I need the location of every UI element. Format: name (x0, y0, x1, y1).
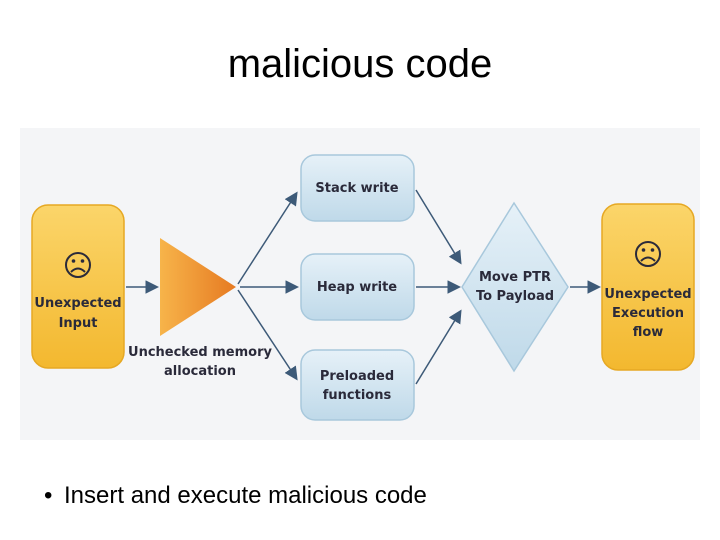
flow-arrow (237, 289, 298, 381)
memory-allocation-triangle (160, 238, 236, 336)
preloaded-label-line1: Preloaded (320, 369, 394, 384)
slide-title: malicious code (227, 42, 493, 86)
sad-face-icon (65, 252, 91, 278)
move-ptr-label-line1: Move PTR (479, 270, 551, 285)
sad-face-icon (635, 241, 661, 267)
input-label-line2: Input (59, 316, 98, 331)
bullet-text: Insert and execute malicious code (64, 482, 427, 509)
heap-write-box: Heap write (300, 253, 415, 321)
output-label-line3: flow (633, 325, 664, 340)
preloaded-functions-box: Preloaded functions (300, 349, 415, 421)
bullet-item: • Insert and execute malicious code (44, 482, 427, 510)
heap-write-label: Heap write (317, 280, 397, 295)
unexpected-execution-flow-box: Unexpected Execution flow (601, 203, 695, 371)
allocation-label-line2: allocation (164, 364, 236, 379)
allocation-label-line1: Unchecked memory (128, 345, 272, 360)
stack-write-box: Stack write (300, 154, 415, 222)
unexpected-input-box: Unexpected Input (31, 204, 125, 369)
flow-arrow (237, 191, 298, 285)
move-ptr-label-line2: To Payload (476, 289, 554, 304)
move-ptr-diamond: Move PTR To Payload (461, 201, 569, 373)
input-label-line1: Unexpected (34, 296, 121, 311)
bullet-dot: • (44, 482, 53, 509)
stack-write-label: Stack write (315, 181, 398, 196)
output-label-line1: Unexpected (604, 287, 691, 302)
flow-arrow (415, 189, 462, 265)
output-label-line2: Execution (612, 306, 684, 321)
flow-arrow (415, 309, 462, 385)
preloaded-label-line2: functions (323, 388, 392, 403)
